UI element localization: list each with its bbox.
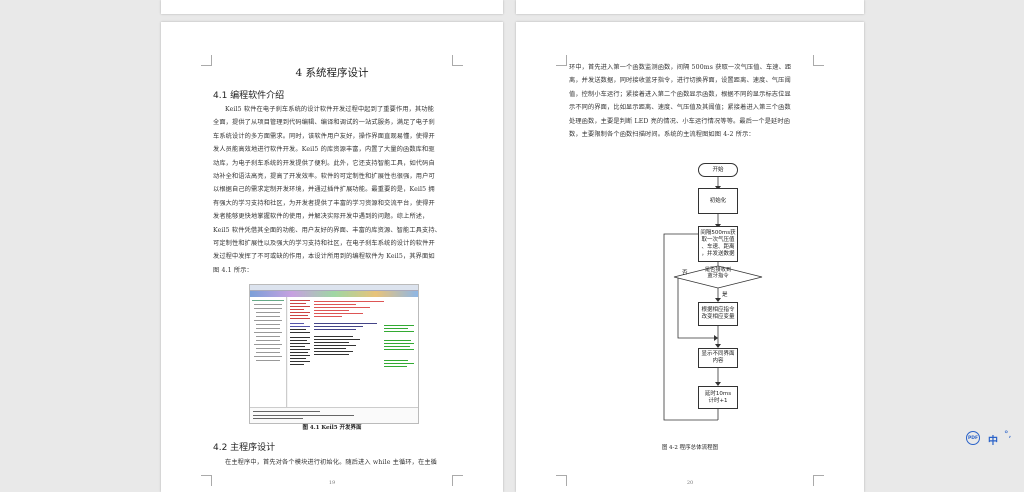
node-line: 延时10ms	[704, 390, 732, 397]
flowchart-display: 显示不同界面 内容	[698, 348, 738, 368]
node-line: 改变相应变量	[701, 314, 735, 320]
text-line: 动库，为电子刹车系统的开发提供了便利。此外，它还支持智能工具，如代码自	[213, 159, 435, 167]
text-line: 有强大的学习支持和社区，为开发者提供了丰富的学习资源和交流平台，使得开	[213, 199, 435, 207]
text-line: Keil5 软件凭借其全面的功能、用户友好的界面、丰富的库资源、智能工具支持、	[213, 226, 442, 234]
figure-4-2-caption: 图 4-2 程序总体流程图	[661, 445, 719, 451]
section-4-2-body: 在主程序中，首先对各个模块进行初始化。随后进入 while 主循环，在主循	[225, 459, 438, 466]
text-line: 发过程中发挥了不可或缺的作用，本设计所用到的编程软件为 Keil5，其界面如	[213, 253, 435, 261]
text-line: 可定制性和扩展性以及强大的学习支持和社区，在电子刹车系统的设计的软件开	[213, 240, 435, 248]
flowchart-decision-text: 是否接收到 蓝牙指令	[688, 267, 748, 279]
flowchart-delay: 延时10ms 计时+1	[698, 386, 738, 409]
text-line: 动补全和语法高亮，提高了开发效率。软件的可定制性和扩展性也很强，用户可	[213, 173, 435, 181]
crop-mark	[813, 55, 824, 66]
ide-build-output	[250, 407, 418, 423]
text-line: Keil5 软件在电子刹车系统的设计软件开发过程中起到了重要作用，其功能	[225, 106, 435, 113]
flowchart-connectors	[663, 176, 763, 421]
node-line: 内容	[712, 358, 724, 364]
crop-mark	[452, 55, 463, 66]
text-line: 发人员能高效地进行软件开发。Keil5 的库资源丰富，内置了大量的函数库和驱	[213, 146, 435, 154]
node-line: 是否接收到	[704, 267, 732, 273]
text-line: 处理函数，主要是判断 LED 亮的情况、小车运行情况等等。最后一个是延时函	[569, 117, 791, 125]
ide-menubar	[250, 285, 418, 291]
ide-code-editor	[288, 297, 418, 407]
node-line: 计时+1	[708, 397, 728, 404]
keil5-ide-screenshot	[249, 284, 419, 424]
crop-mark	[201, 475, 212, 486]
decision-no-label: 否	[682, 270, 688, 276]
text-line: 离，并发送数据，同时接收蓝牙指令，进行切换界面，设置距离、速度、气压阈	[569, 77, 791, 85]
chapter-title: 4 系统程序设计	[295, 67, 369, 79]
text-line: 示不同的界面，比如显示距离、速度、气压值及其阈值；紧接着进入第三个函数	[569, 104, 791, 112]
document-page-19: 4 系统程序设计 4.1 编程软件介绍 Keil5 软件在电子刹车系统的设计软件…	[161, 22, 503, 492]
text-line: 以根据自己的需求定制开发环境，并通过插件扩展功能。最重要的是，Keil5 拥	[213, 186, 435, 194]
pdf-convert-button[interactable]: PDF	[966, 431, 980, 445]
flowchart-handle: 根据相应指令 改变相应变量	[698, 302, 738, 326]
section-heading-4-1: 4.1 编程软件介绍	[213, 91, 285, 101]
crop-mark	[201, 55, 212, 66]
node-line: 根据相应指令	[701, 307, 735, 313]
node-line: 蓝牙指令	[707, 273, 729, 279]
flowchart-monitor: 间隔500ms获 取一次气压值 、车速、距离 ，并发送数据	[698, 226, 738, 262]
node-line: 、车速、距离	[701, 244, 735, 250]
node-line: 间隔500ms获	[700, 230, 736, 236]
node-line: 显示不同界面	[701, 351, 735, 357]
ide-project-tree	[250, 297, 287, 407]
node-line: ，并发送数据	[701, 251, 735, 257]
text-line: 值，控制小车运行；紧接着进入第二个函数显示函数，根据不同的显示标志位显	[569, 90, 791, 98]
language-button[interactable]: 中	[988, 436, 998, 447]
crop-mark	[452, 475, 463, 486]
figure-4-1-caption: 图 4.1 Keil5 开发界面	[302, 425, 362, 431]
flowchart-start: 开始	[698, 163, 738, 177]
crop-mark	[813, 475, 824, 486]
flowchart-init: 初始化	[698, 188, 738, 214]
section-heading-4-2: 4.2 主程序设计	[213, 443, 276, 453]
crop-mark	[556, 475, 567, 486]
decision-diamond	[673, 265, 763, 289]
text-line: 图 4.1 所示：	[213, 266, 253, 274]
text-line: 车系统设计的多方面需求。同时，该软件用户友好，操作界面直观易懂，使得开	[213, 132, 435, 140]
page-number: 20	[686, 480, 694, 486]
previous-page-left	[161, 0, 503, 14]
decision-yes-label: 是	[722, 292, 728, 298]
previous-page-right	[516, 0, 864, 14]
ide-toolbar	[250, 291, 418, 297]
text-line: 环中，首先进入第一个函数监测函数，间隔 500ms 获取一次气压值、车速、距	[569, 64, 792, 71]
page-number: 19	[328, 480, 336, 486]
node-line: 取一次气压值	[701, 237, 735, 243]
text-line: 发者能够更快地掌握软件的使用，并解决实际开发中遇到的问题。综上所述，	[213, 213, 429, 221]
main-program-body: 环中，首先进入第一个函数监测函数，间隔 500ms 获取一次气压值、车速、距 离…	[569, 61, 825, 141]
more-options-button[interactable]: °,	[1004, 430, 1012, 440]
text-line: 全面，提供了从项目管理到代码编辑、编译和调试的一站式服务，满足了电子刹	[213, 119, 435, 127]
section-4-1-body: Keil5 软件在电子刹车系统的设计软件开发过程中起到了重要作用，其功能 全面，…	[213, 103, 463, 277]
crop-mark	[556, 55, 567, 66]
document-page-20: 环中，首先进入第一个函数监测函数，间隔 500ms 获取一次气压值、车速、距 离…	[516, 22, 864, 492]
text-line: 数，主要限制各个函数扫描时间。系统的主流程图如图 4-2 所示：	[569, 131, 755, 139]
